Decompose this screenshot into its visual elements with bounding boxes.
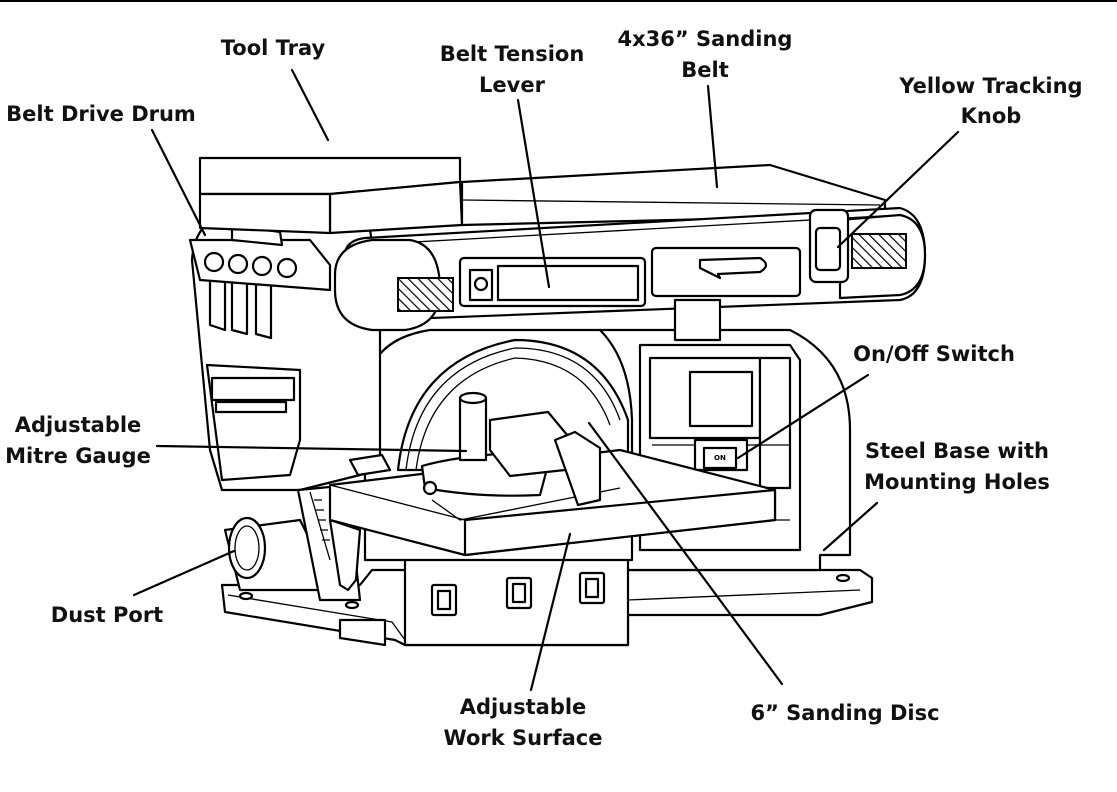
leader-tool-tray [290, 68, 330, 142]
label-yellow-tracking-knob-line2: Knob [961, 104, 1022, 128]
leader-sanding-disc [587, 421, 784, 686]
leader-sanding-belt [706, 84, 719, 189]
label-belt-drive-drum: Belt Drive Drum [6, 102, 196, 126]
label-steel-base-line2: Mounting Holes [864, 470, 1050, 494]
label-mitre-gauge-line1: Adjustable [15, 413, 142, 437]
tool-tray-body [198, 156, 464, 235]
label-work-surface-line1: Adjustable [460, 695, 587, 719]
left-housing [188, 208, 382, 492]
label-sanding-disc: 6” Sanding Disc [750, 701, 939, 725]
leader-lines [132, 68, 960, 692]
leader-belt-tension-lever [516, 98, 551, 289]
on-off-switch-body: ON [693, 438, 749, 472]
label-dust-port: Dust Port [51, 603, 163, 627]
dust-port-body [223, 516, 322, 592]
mitre-gauge-body [348, 391, 602, 507]
callout-labels: Tool Tray Belt Drive Drum Belt Tension L… [5, 27, 1082, 750]
label-on-off-switch: On/Off Switch [853, 342, 1015, 366]
leader-steel-base [822, 501, 879, 552]
leader-mitre-gauge [155, 444, 468, 453]
sander-illustration: ON [188, 156, 927, 647]
leader-belt-drive-drum [150, 128, 207, 237]
lower-front-panel [403, 543, 630, 647]
label-mitre-gauge-line2: Mitre Gauge [5, 444, 151, 468]
sanding-belt-bed [460, 163, 887, 227]
label-yellow-tracking-knob-line1: Yellow Tracking [898, 74, 1082, 98]
label-steel-base-line1: Steel Base with [865, 439, 1049, 463]
label-sanding-belt-line1: 4x36” Sanding [618, 27, 793, 51]
leader-yellow-tracking-knob [836, 130, 960, 249]
switch-marking: ON [714, 454, 726, 462]
label-sanding-belt-line2: Belt [681, 58, 729, 82]
label-work-surface-line2: Work Surface [444, 726, 603, 750]
belt-housing [333, 206, 927, 342]
leader-work-surface [529, 532, 572, 692]
leader-on-off-switch [736, 373, 870, 460]
label-belt-tension-lever-line1: Belt Tension [440, 42, 585, 66]
leader-dust-port [132, 549, 236, 597]
label-belt-tension-lever-line2: Lever [479, 73, 546, 97]
label-tool-tray: Tool Tray [221, 36, 326, 60]
